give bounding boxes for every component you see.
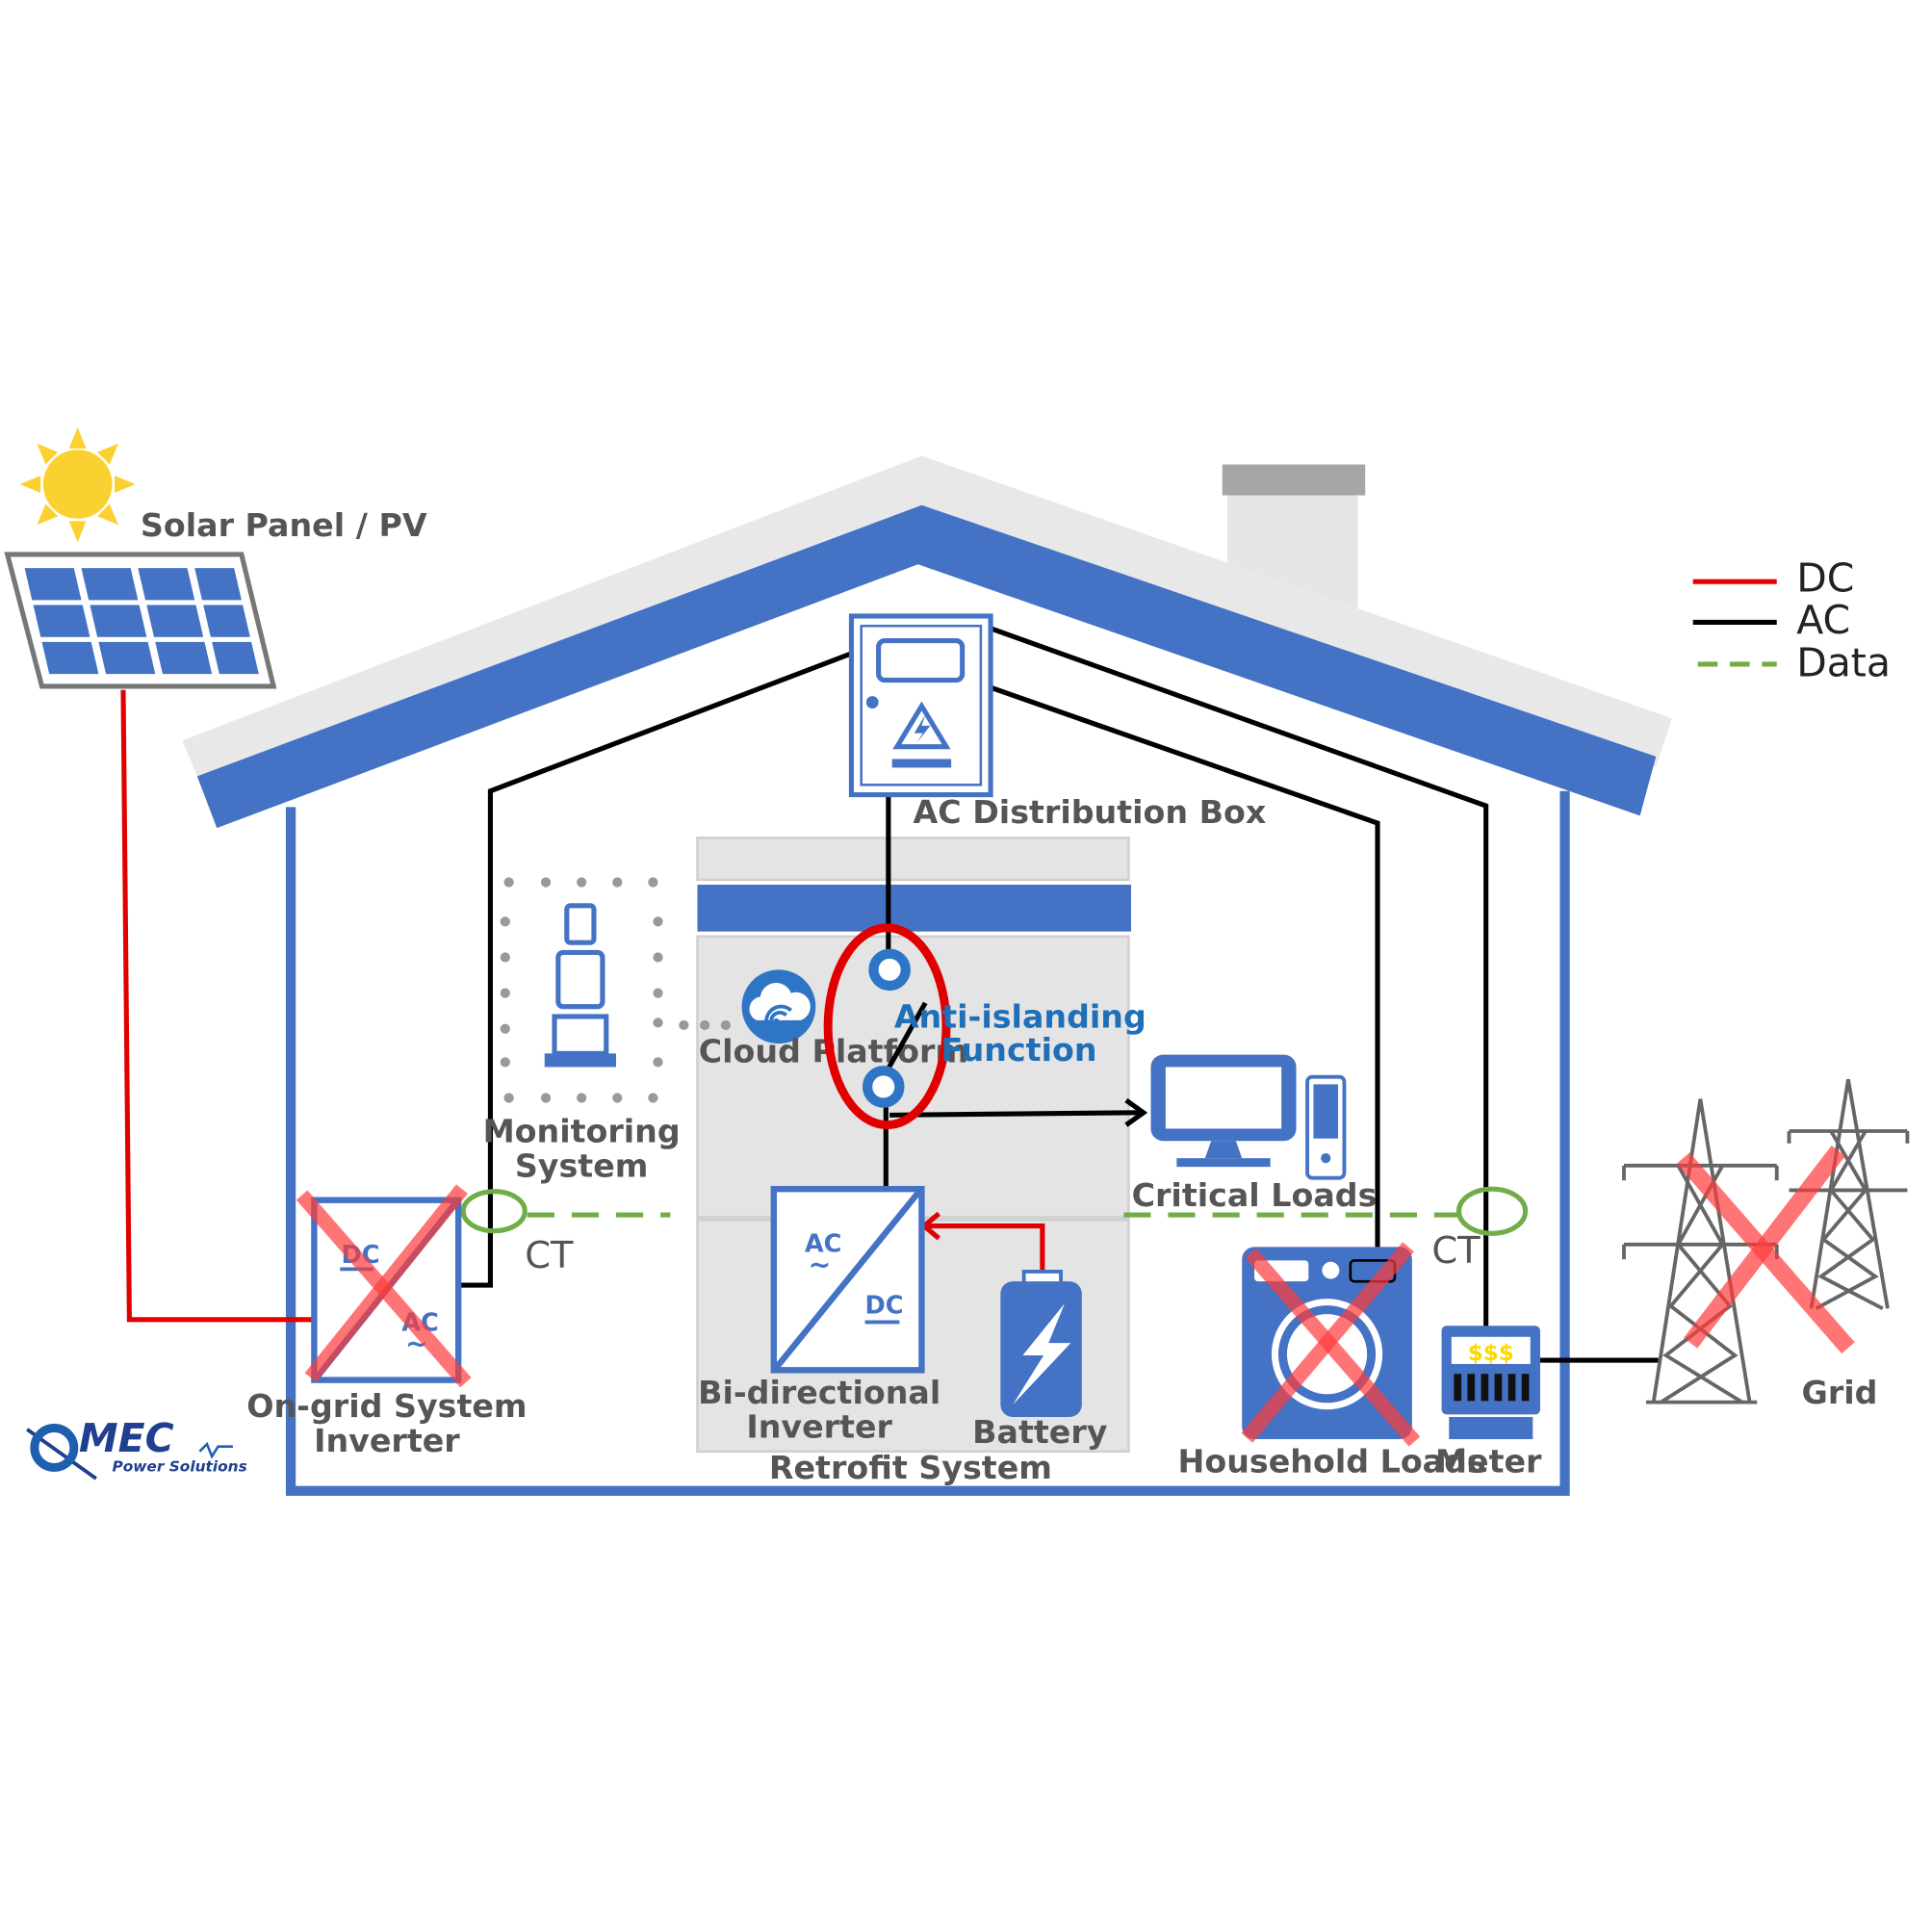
ac-line-ongrid — [458, 650, 854, 1288]
logo-tagline: Power Solutions — [112, 1457, 246, 1475]
monitoring-device-icon — [544, 903, 616, 1068]
anti-islanding-highlight — [823, 923, 951, 1130]
inverter-icon: AC ~ DC — [770, 1185, 925, 1374]
tower-pc-icon — [1305, 1074, 1347, 1180]
ac-wiring — [458, 626, 1659, 1363]
anti-islanding-label-line1: Anti-islanding — [894, 997, 1146, 1035]
critical-loads-label: Critical Loads — [1132, 1176, 1378, 1214]
house — [182, 455, 1672, 1496]
ct-ring-icon — [1455, 1186, 1529, 1236]
solar-panel-icon — [4, 552, 277, 689]
meter-label: Meter — [1435, 1443, 1542, 1481]
cross-icon — [1676, 1146, 1855, 1354]
grid-label: Grid — [1802, 1374, 1878, 1411]
roof — [196, 504, 1657, 829]
legend: DC AC Data — [1692, 554, 1891, 686]
ct-ring-icon — [460, 1189, 528, 1234]
monitoring-label-line1: Monitoring — [483, 1113, 681, 1150]
meter-icon: $$$ — [1441, 1326, 1540, 1440]
house-walls — [285, 790, 1570, 1496]
monitoring-label-line2: System — [515, 1146, 649, 1184]
sun-icon — [19, 427, 136, 543]
arrow-critical-head — [1124, 1097, 1148, 1127]
ongrid-inverter-label-line2: Inverter — [314, 1422, 460, 1459]
bidir-tilde: ~ — [809, 1249, 832, 1280]
meter-display: $$$ — [1468, 1341, 1514, 1366]
monitoring-dotted-frame — [500, 877, 732, 1103]
ct-right-label: CT — [1431, 1229, 1481, 1273]
bidirectional-label-line2: Inverter — [746, 1408, 892, 1446]
ac-line-critical — [889, 1110, 1141, 1118]
battery-icon — [1000, 1270, 1082, 1417]
household-loads-label: Household Loads — [1178, 1443, 1486, 1481]
ct-left-label: CT — [525, 1234, 574, 1277]
retrofit-system-label: Retrofit System — [769, 1449, 1052, 1486]
bidir-dc-marking: DC — [865, 1291, 904, 1320]
bidirectional-label-line1: Bi-directional — [698, 1374, 940, 1411]
solar-panel-label: Solar Panel / PV — [141, 506, 427, 544]
dc-line-battery — [926, 1224, 1045, 1275]
dc-line-pv — [120, 689, 315, 1323]
company-logo: MEC Power Solutions — [26, 1415, 247, 1481]
ac-line-meter — [990, 626, 1489, 1328]
cross-icon — [296, 1184, 472, 1388]
legend-data-label: Data — [1796, 640, 1891, 686]
legend-ac-label: AC — [1796, 597, 1850, 643]
legend-dc-label: DC — [1796, 554, 1854, 601]
distribution-box-icon — [848, 613, 993, 798]
roof-top — [182, 455, 1672, 777]
ac-line-household — [990, 684, 1380, 1248]
switch-icon — [823, 923, 951, 1130]
ongrid-inverter-label-line1: On-grid System — [246, 1387, 527, 1425]
cross-icon — [1241, 1242, 1421, 1447]
warning-icon — [892, 701, 951, 750]
monitor-icon — [1150, 1054, 1297, 1168]
battery-label: Battery — [972, 1413, 1108, 1451]
chimney-cap — [1222, 464, 1366, 496]
anti-islanding-label-line2: Function — [941, 1031, 1097, 1069]
logo-brand: MEC — [79, 1415, 174, 1461]
cloud-icon — [741, 969, 816, 1044]
ac-distribution-box-label: AC Distribution Box — [913, 793, 1266, 831]
bidir-ac-marking: AC — [805, 1229, 842, 1258]
